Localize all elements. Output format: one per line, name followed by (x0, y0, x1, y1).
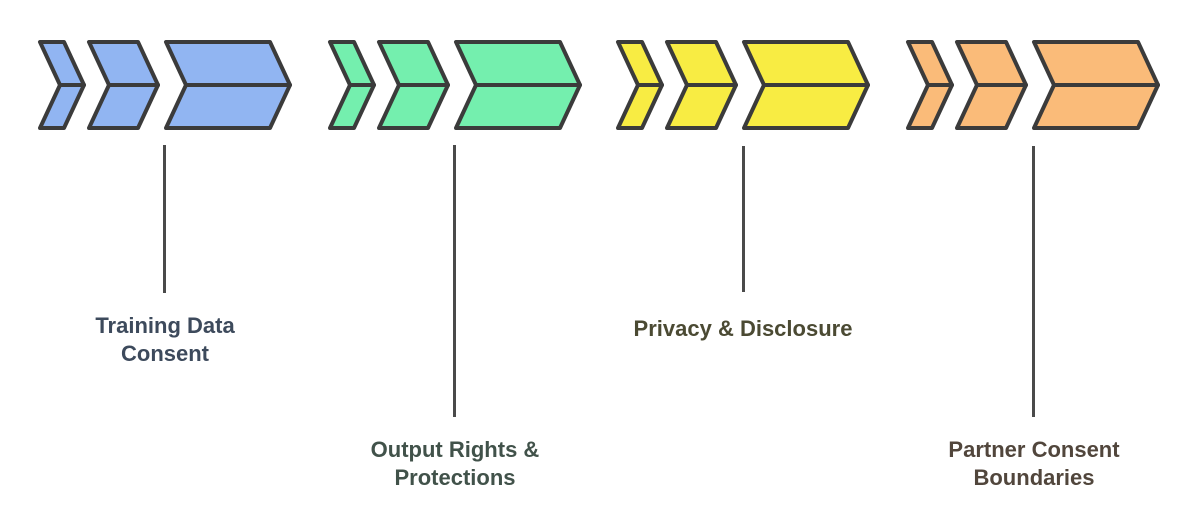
label-line: Consent (120, 341, 209, 366)
connector-line-output-rights-protections (453, 145, 456, 417)
label-line: Partner Consent (948, 437, 1120, 462)
label-line: Privacy & Disclosure (633, 316, 853, 341)
connector-line-partner-consent-boundaries (1032, 146, 1035, 417)
connector-line-privacy-disclosure (742, 146, 745, 292)
item-label-output-rights-protections: Output Rights & Protections (371, 436, 540, 492)
chevron-group-output-rights-protections (327, 39, 583, 131)
triple-chevron-arrow-icon (38, 40, 292, 130)
chevron-group-training-data-consent (37, 39, 293, 131)
connector-line-training-data-consent (163, 145, 166, 293)
item-label-privacy-disclosure: Privacy & Disclosure (634, 315, 853, 343)
label-line: Output Rights & (370, 437, 540, 462)
chevron-group-privacy-disclosure (615, 39, 871, 131)
triple-chevron-arrow-icon (328, 40, 582, 130)
label-line: Protections (394, 465, 516, 490)
label-line: Boundaries (973, 465, 1095, 490)
item-label-training-data-consent: Training Data Consent (95, 312, 234, 368)
item-label-partner-consent-boundaries: Partner Consent Boundaries (948, 436, 1119, 492)
chevron-group-partner-consent-boundaries (905, 39, 1161, 131)
triple-chevron-arrow-icon (906, 40, 1160, 130)
triple-chevron-arrow-icon (616, 40, 870, 130)
label-line: Training Data (95, 313, 235, 338)
